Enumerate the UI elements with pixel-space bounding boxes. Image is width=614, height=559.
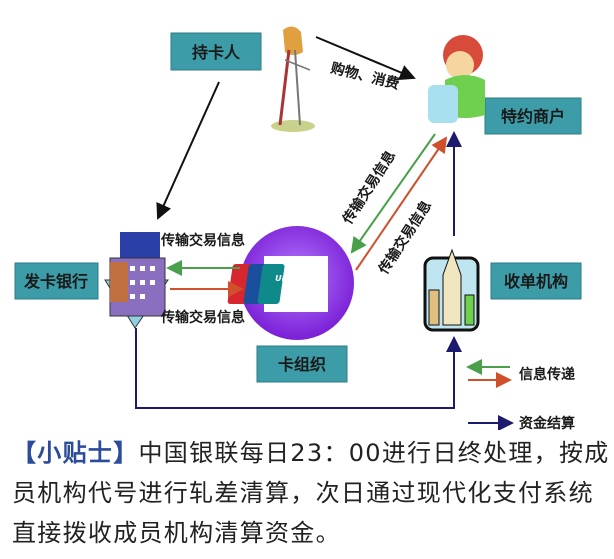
- issuer-bank-building-icon: [104, 232, 169, 329]
- tip-caption: 【小贴士】中国银联每日23：00进行日终处理，按成员机构代号进行轧差清算，次日通…: [12, 433, 612, 553]
- transmit-label-top: 传输交易信息: [160, 232, 245, 249]
- cardholder-to-issuer-arrow: [156, 81, 220, 220]
- transmit-label-diag-1: 传输交易信息: [339, 147, 400, 228]
- card-org-box: 卡组织: [256, 345, 348, 383]
- cardholder-box: 持卡人: [170, 32, 262, 71]
- card-org-label: 卡组织: [278, 355, 326, 374]
- issuer-box: 发卡银行: [14, 262, 99, 300]
- legend: 信息传递 资金结算: [466, 359, 575, 430]
- tip-text: 中国银联每日23：00进行日终处理，按成员机构代号进行轧差清算，次日通过现代化支…: [12, 439, 610, 547]
- payment-flow-diagram: 持卡人 特约商户 发卡银行 收单机构 卡组织: [14, 26, 582, 430]
- legend-info-label: 信息传递: [519, 366, 575, 383]
- acquirer-building-icon: [423, 248, 480, 332]
- tip-label: 【小贴士】: [12, 439, 139, 467]
- transmit-label-bottom: 传输交易信息: [160, 309, 245, 326]
- shopping-label: 购物、消费: [329, 59, 401, 92]
- cardholder-label: 持卡人: [192, 43, 241, 62]
- acquirer-label: 收单机构: [504, 272, 568, 291]
- svg-text:UnionPay: UnionPay: [275, 274, 318, 283]
- legend-funds-label: 资金结算: [519, 415, 575, 430]
- merchant-label: 特约商户: [501, 107, 565, 126]
- info-arrow-card-org-to-merchant: [355, 136, 448, 271]
- merchant-box: 特约商户: [484, 97, 582, 135]
- issuer-label: 发卡银行: [23, 272, 88, 291]
- shopping-arrow: [315, 36, 416, 80]
- acquirer-box: 收单机构: [490, 262, 582, 300]
- svg-text:银联: 银联: [295, 288, 312, 298]
- card-org-circle: UnionPay 银联: [227, 226, 354, 340]
- info-arrow-merchant-to-card-org: [350, 133, 436, 254]
- cardholder-figure-icon: [271, 26, 315, 132]
- merchant-figure-icon: [428, 35, 485, 123]
- funds-arrow-issuer-to-acquirer: [135, 328, 462, 409]
